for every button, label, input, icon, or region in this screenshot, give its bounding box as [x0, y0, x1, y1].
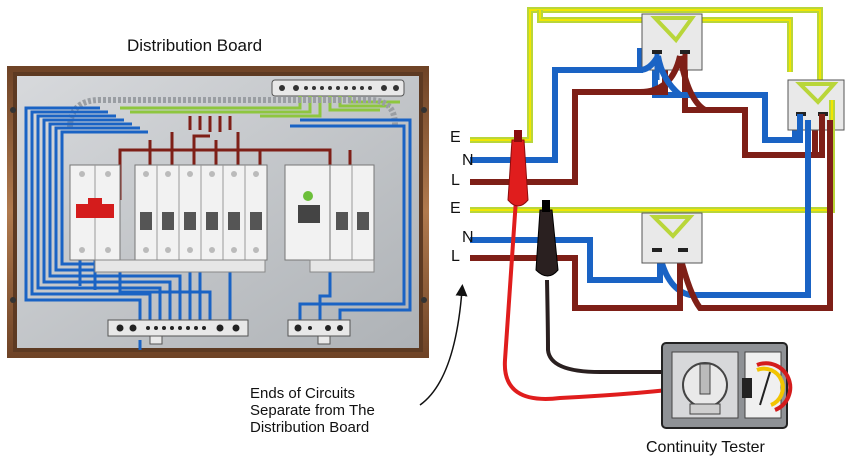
ends-annotation-line-2: Separate from The	[250, 402, 375, 419]
circuit1-earth-label: E	[450, 129, 461, 146]
board-title: Distribution Board	[127, 36, 263, 55]
neutral-bar-2	[287, 319, 351, 345]
socket-2	[787, 79, 845, 131]
continuity-tester	[661, 342, 793, 429]
red-test-lead	[502, 130, 669, 401]
annotation-arrow	[419, 284, 468, 406]
black-test-lead	[535, 200, 668, 375]
neutral-bar-1	[107, 319, 249, 345]
distribution-board	[7, 66, 429, 358]
circuit2-neutral-label: N	[462, 229, 474, 246]
socket-3	[641, 212, 703, 264]
ends-annotation-line-1: Ends of Circuits	[250, 385, 356, 402]
circuit1-neutral-label: N	[462, 152, 474, 169]
ends-annotation-line-3: Distribution Board	[250, 419, 370, 436]
circuit2-earth-label: E	[450, 200, 461, 217]
rcd	[284, 164, 375, 261]
circuit2-live-label: L	[451, 248, 460, 265]
main-switch	[69, 164, 121, 261]
ends-annotation: Ends of Circuits Separate from The Distr…	[250, 385, 450, 436]
tester-label: Continuity Tester	[646, 439, 765, 456]
circuit1-live-label: L	[451, 172, 460, 189]
